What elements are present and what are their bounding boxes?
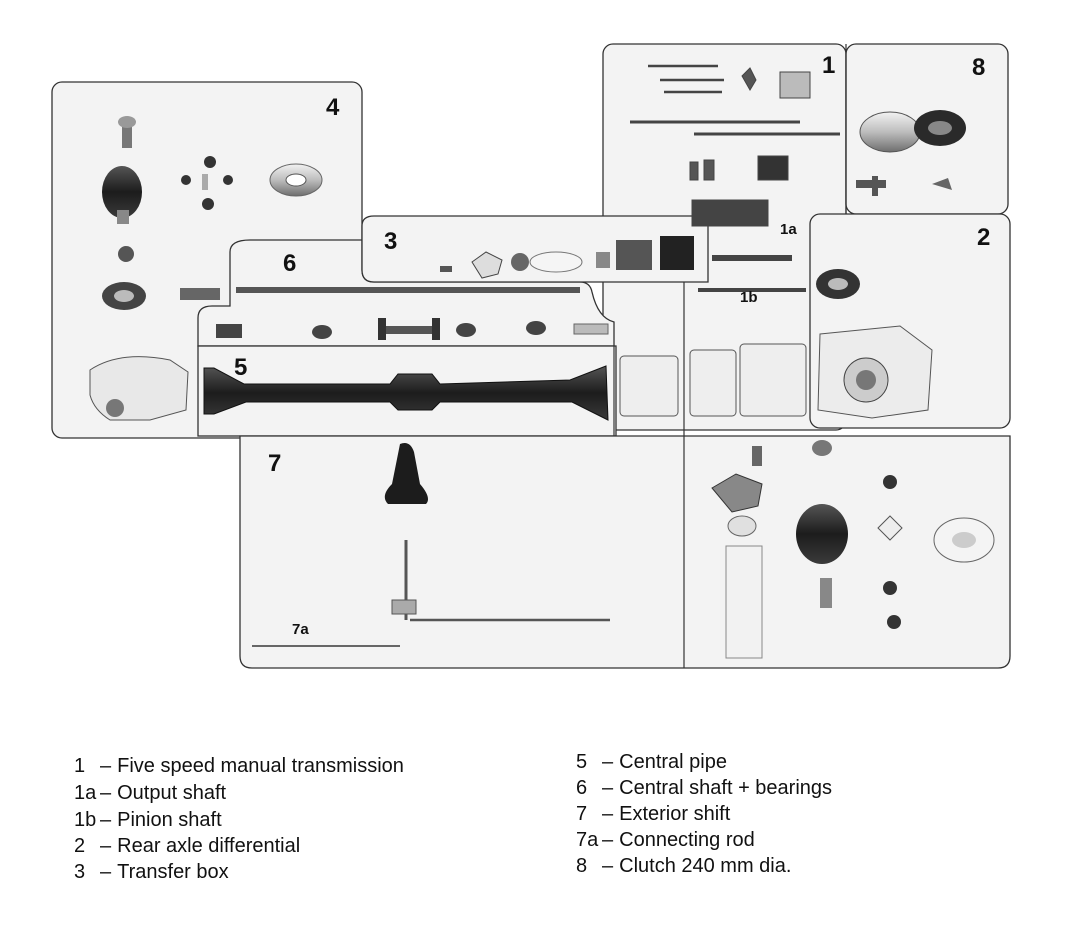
legend-item-8: 8–Clutch 240 mm dia. [576, 855, 792, 877]
lower-right-parts [711, 440, 995, 659]
legend-item-1a: 1a–Output shaft [74, 782, 227, 804]
legend-item-1: 1–Five speed manual transmission [74, 755, 404, 777]
legend-item-1b: 1b–Pinion shaft [74, 809, 222, 831]
label-2: 2 [977, 224, 991, 251]
legend-item-5: 5–Central pipe [576, 751, 727, 773]
panel-3-parts [440, 236, 694, 279]
legend-item-7a: 7a–Connecting rod [576, 829, 755, 851]
label-6: 6 [283, 250, 297, 277]
panel-6-parts [216, 287, 609, 340]
legend-item-3: 3–Transfer box [74, 861, 229, 883]
legend-item-6: 6–Central shaft + bearings [576, 777, 833, 799]
panel-7-lower [239, 435, 1011, 669]
label-4: 4 [326, 94, 340, 121]
label-1a: 1a [780, 221, 797, 238]
label-3: 3 [384, 228, 398, 255]
label-5: 5 [234, 354, 248, 381]
legend-item-7: 7–Exterior shift [576, 803, 731, 825]
housing-parts [619, 343, 807, 417]
panel-1-parts [630, 64, 840, 292]
label-8: 8 [972, 54, 986, 81]
panel-2-parts [816, 269, 933, 419]
exploded-parts-diagram [51, 43, 1011, 669]
panel-5-parts [203, 365, 609, 421]
panel-3 [361, 215, 709, 283]
label-1: 1 [822, 52, 836, 79]
panel-8-parts [856, 110, 966, 196]
label-1b: 1b [740, 289, 758, 306]
panel-4-parts [89, 116, 323, 421]
panel-7-parts [252, 443, 610, 647]
label-7a: 7a [292, 621, 309, 638]
panel-dividers [613, 44, 847, 668]
label-7: 7 [268, 450, 282, 477]
legend-item-2: 2–Rear axle differential [74, 835, 301, 857]
